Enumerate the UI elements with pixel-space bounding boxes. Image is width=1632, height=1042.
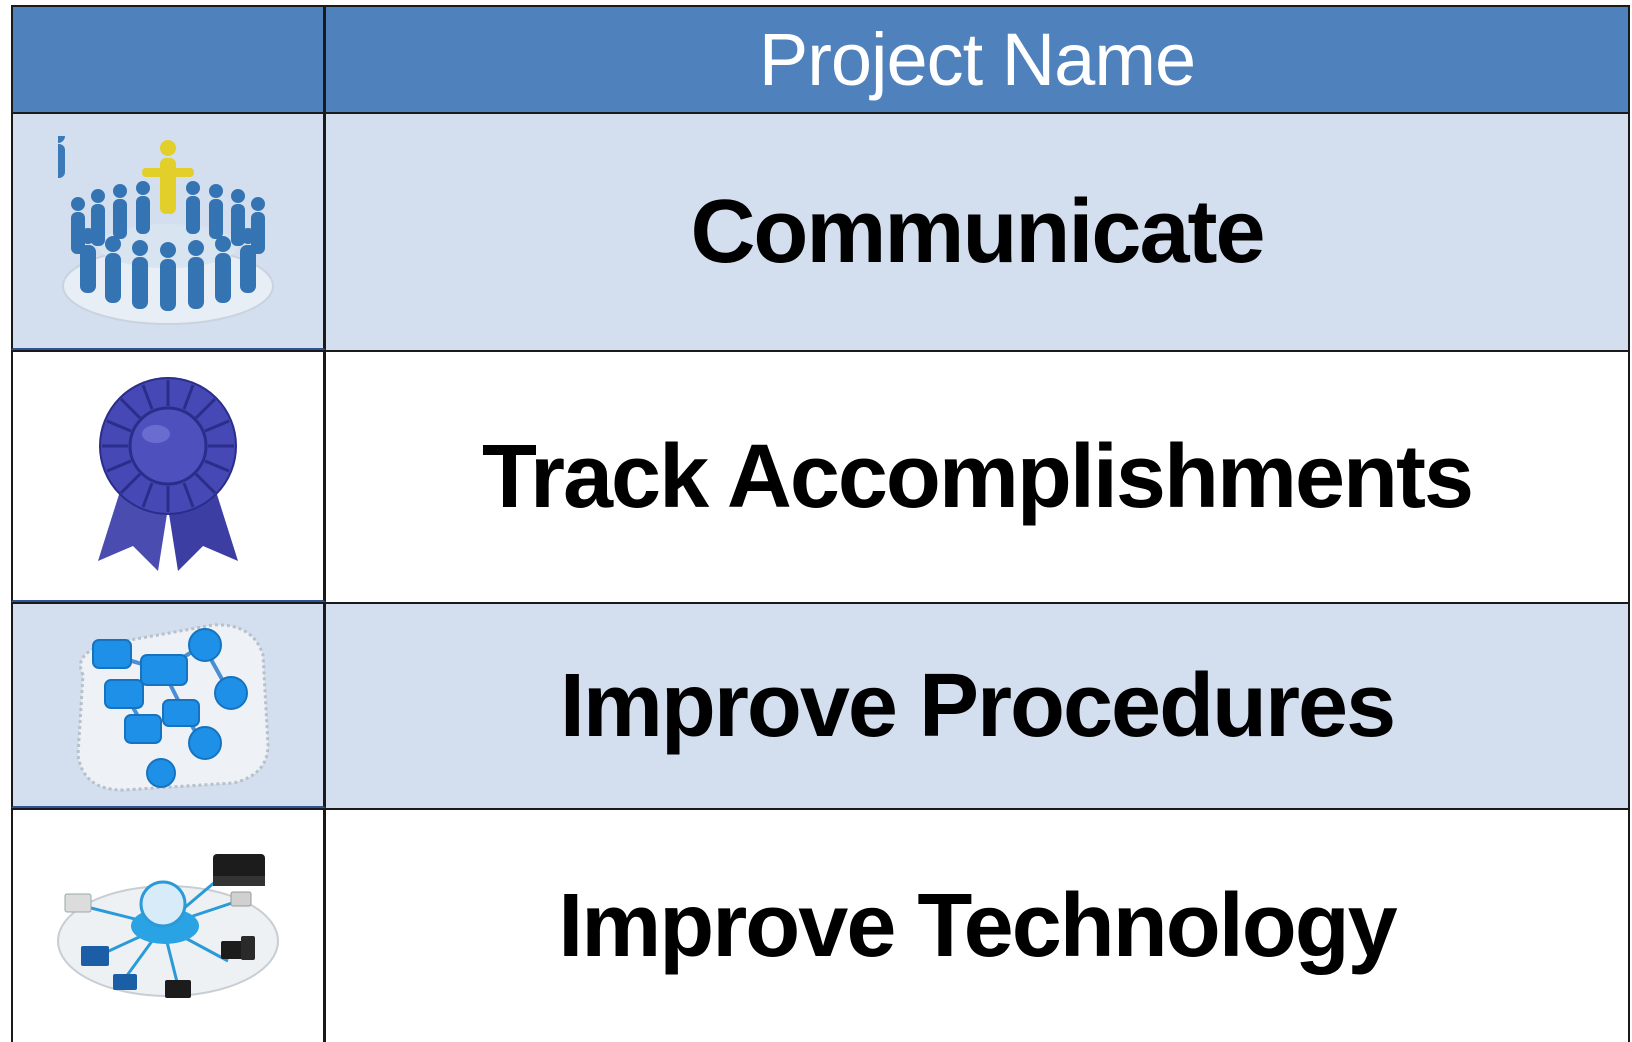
project-name-communicate: Communicate bbox=[690, 181, 1265, 282]
award-ribbon-icon bbox=[98, 377, 238, 571]
icon-cell bbox=[11, 114, 326, 350]
network-devices-icon bbox=[57, 854, 279, 998]
icon-cell bbox=[11, 352, 326, 602]
project-table: Project Name bbox=[11, 5, 1630, 1042]
table-row: Improve Procedures bbox=[11, 604, 1630, 810]
project-name-cell: Improve Technology bbox=[326, 810, 1630, 1042]
table-row: Communicate bbox=[11, 114, 1630, 352]
people-circle-icon bbox=[58, 136, 274, 325]
table-row: Track Accomplishments bbox=[11, 352, 1630, 604]
project-name-track-accomplishments: Track Accomplishments bbox=[481, 426, 1474, 527]
project-name-cell: Improve Procedures bbox=[326, 604, 1630, 808]
header-icon-cell bbox=[11, 7, 326, 112]
project-name-cell: Track Accomplishments bbox=[326, 352, 1630, 602]
table-row: Improve Technology bbox=[11, 810, 1630, 1042]
header-name-cell: Project Name bbox=[326, 7, 1630, 112]
table-header-row: Project Name bbox=[11, 5, 1630, 114]
flowchart-icon bbox=[76, 623, 270, 792]
project-name-cell: Communicate bbox=[326, 114, 1630, 350]
column-header-project-name: Project Name bbox=[758, 18, 1196, 101]
project-name-improve-procedures: Improve Procedures bbox=[559, 655, 1396, 756]
icon-cell bbox=[11, 604, 326, 808]
project-name-improve-technology: Improve Technology bbox=[558, 875, 1397, 976]
icon-cell bbox=[11, 810, 326, 1042]
